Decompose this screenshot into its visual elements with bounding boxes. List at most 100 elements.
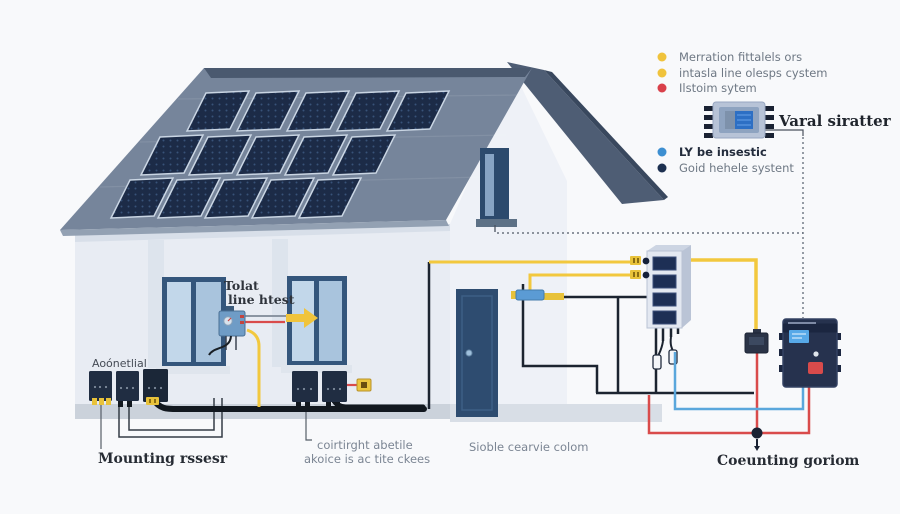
input-plug-yellow (630, 256, 641, 265)
unit-body (322, 371, 347, 402)
wall-shade-strip (148, 240, 164, 368)
unit-connector-yellow (146, 397, 159, 405)
base-unit-a (89, 371, 112, 405)
solar-panel (139, 134, 205, 176)
solar-panel (109, 177, 175, 219)
unit-foot-yellow (99, 398, 104, 405)
combiner-slot (652, 274, 677, 289)
attic-window-frame (480, 148, 509, 223)
conduit-line-inner (128, 398, 215, 431)
solar-panel (385, 90, 451, 132)
base-units-label: Aoónetlial (92, 357, 147, 370)
chip-label: Varal siratter (778, 112, 892, 130)
plug-dot (642, 271, 650, 279)
window-pane (167, 282, 191, 362)
legend-dot-blue (657, 147, 667, 157)
window-pane (319, 281, 342, 361)
solar-panel (297, 177, 363, 219)
unit-foot (326, 402, 331, 408)
unit-foot-yellow (106, 398, 111, 405)
window-sill (281, 365, 352, 373)
inverter-screen-lines (792, 333, 806, 339)
unit-foot (305, 402, 310, 408)
legend-item-label: Merration fittalels ors (679, 50, 802, 64)
base-note-label: Sioble cearvie colom (469, 440, 588, 454)
combiner-slot (652, 310, 677, 325)
wire-yellow-pv2 (528, 273, 631, 291)
attic-window-sill (476, 219, 517, 227)
legend-item-label: intasla line olesps cystem (679, 66, 828, 80)
cable-note-line1: coirtirght abetile (317, 438, 413, 452)
chip-screen-left (725, 111, 735, 129)
inverter (779, 318, 841, 388)
grid-connector (751, 427, 763, 451)
inverter-top-label (788, 322, 816, 324)
plug-dot (642, 257, 650, 265)
plinth-side (450, 404, 662, 422)
combiner-side (682, 245, 691, 328)
roof-right-slope (507, 62, 664, 204)
base-unit-d (292, 371, 318, 408)
unit-body (143, 369, 168, 402)
legend-dot-navy (657, 163, 667, 173)
device-stub (226, 306, 234, 312)
solar-panel (283, 134, 349, 176)
junction-nub (511, 291, 517, 299)
chip-screen-lines (737, 114, 751, 126)
roof-right-edge (544, 70, 668, 200)
solar-array (109, 90, 451, 219)
meter-window (749, 337, 764, 345)
unit-foot (127, 401, 132, 407)
solar-panel (203, 177, 269, 219)
wire-blue-loop (673, 352, 805, 411)
cable-note-line2: akoice is ac tite ckees (304, 452, 430, 466)
solar-panel (156, 177, 222, 219)
window-right (281, 276, 352, 373)
door (456, 289, 498, 417)
chip-connector-line (765, 129, 804, 136)
legend-item-label: Ilstoim sytem (679, 81, 757, 95)
wall-device-label-line2: line htest (228, 292, 295, 307)
meter-notch (753, 329, 761, 334)
connector-tip (754, 446, 760, 451)
unit-body (89, 371, 112, 401)
legend-mid: LY be insestic Goid hehele systent (657, 145, 794, 175)
door-inner-frame (461, 295, 493, 411)
base-unit-c (143, 369, 168, 405)
combiner-top (647, 245, 691, 251)
wire-black-door-run (521, 284, 599, 393)
combiner-slot (652, 256, 677, 271)
unit-foot-yellow (92, 398, 97, 405)
connector-dot (751, 427, 763, 439)
unit-body (116, 371, 139, 401)
inverter-indicator (813, 351, 819, 357)
mounting-label: Mounting rssesr (98, 451, 228, 467)
junction-device (511, 289, 564, 301)
legend-item-label: LY be insestic (679, 145, 767, 159)
arrow-shaft (286, 314, 305, 322)
cable-sleeve (652, 354, 662, 370)
solar-panel (235, 134, 301, 176)
device-legs (225, 336, 237, 350)
base-units (89, 369, 372, 408)
legend-dot-yellow (657, 68, 667, 78)
attic-window-pane (485, 154, 494, 216)
inverter-button (808, 362, 823, 374)
combiner-slot (652, 292, 677, 307)
solar-panel (187, 134, 253, 176)
door-knob (465, 349, 473, 357)
wire-yellow-device-drop (246, 328, 261, 407)
device-drop-wire (208, 335, 232, 356)
legend-dot-yellow (657, 52, 667, 62)
legend-dot-red (657, 83, 667, 93)
window-left (156, 277, 230, 374)
wire-yellow-combiner-meter (682, 258, 758, 333)
attic-window (476, 148, 517, 227)
flow-arrow (286, 308, 318, 328)
inverter-screen (789, 330, 809, 343)
wall-shade-strip (272, 239, 288, 367)
device-dial-needle (227, 317, 232, 322)
legend-top: Merration fittalels ors intasla line ole… (657, 50, 828, 95)
